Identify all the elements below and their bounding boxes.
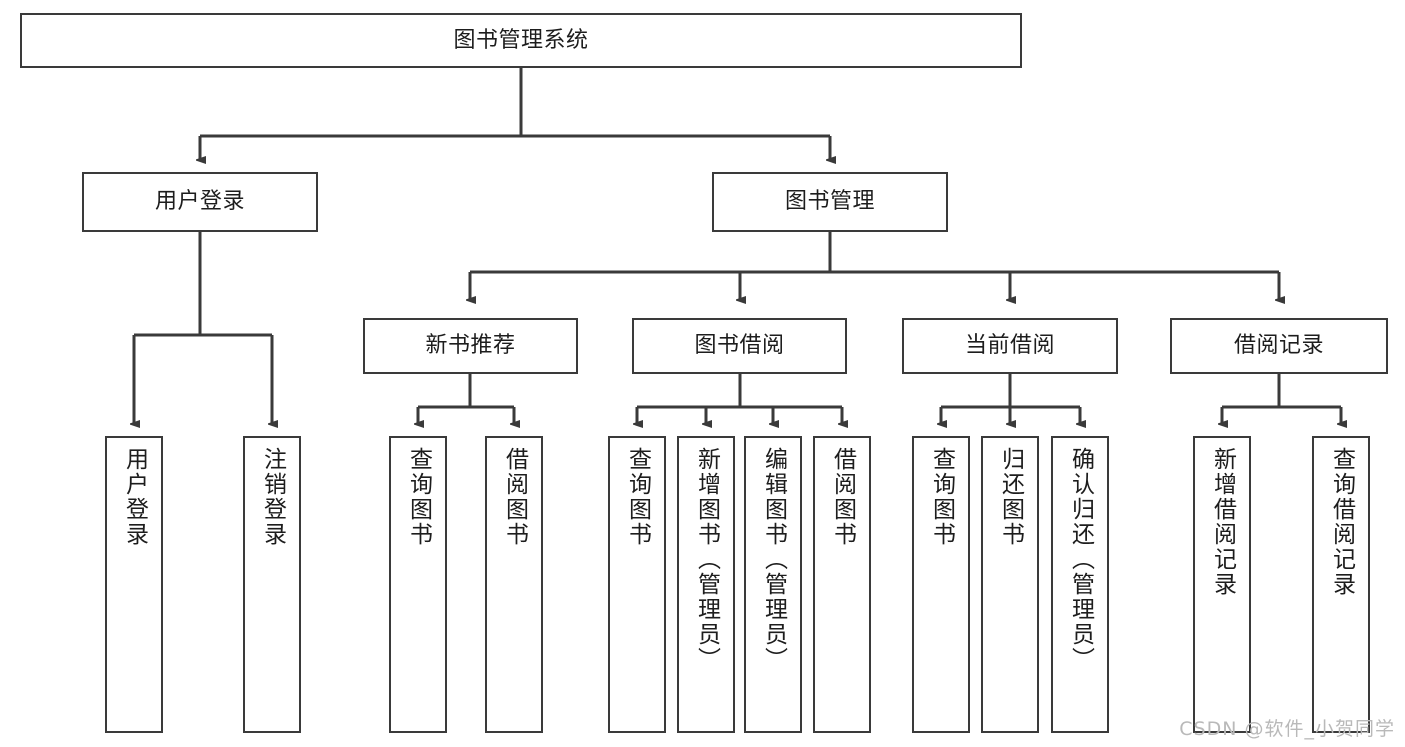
node-leaf-add-borrow-record-label: 新增借阅记录 [1209, 447, 1236, 597]
node-leaf-confirm-return-admin-label: 确认归还（管理员） [1067, 447, 1094, 672]
node-leaf-borrow-book-label: 借阅图书 [829, 447, 856, 547]
node-leaf-confirm-return-admin[interactable]: 确认归还（管理员） [1051, 436, 1109, 733]
node-leaf-return-book[interactable]: 归还图书 [981, 436, 1039, 733]
node-leaf-edit-book-admin-label: 编辑图书（管理员） [760, 447, 787, 672]
node-leaf-logout-label: 注销登录 [259, 447, 286, 547]
node-leaf-query-book-borrow[interactable]: 查询图书 [608, 436, 666, 733]
node-book-borrow-label: 图书借阅 [694, 333, 785, 359]
node-leaf-add-book-admin[interactable]: 新增图书（管理员） [677, 436, 735, 733]
node-leaf-query-book-new-label: 查询图书 [405, 447, 432, 547]
node-leaf-query-book-current[interactable]: 查询图书 [912, 436, 970, 733]
node-leaf-query-book-current-label: 查询图书 [928, 447, 955, 547]
node-leaf-user-login-label: 用户登录 [121, 447, 148, 547]
node-leaf-borrow-book-new[interactable]: 借阅图书 [485, 436, 543, 733]
node-leaf-return-book-label: 归还图书 [997, 447, 1024, 547]
node-leaf-edit-book-admin[interactable]: 编辑图书（管理员） [744, 436, 802, 733]
node-leaf-add-borrow-record[interactable]: 新增借阅记录 [1193, 436, 1251, 733]
node-leaf-query-borrow-record[interactable]: 查询借阅记录 [1312, 436, 1370, 733]
node-leaf-borrow-book-new-label: 借阅图书 [501, 447, 528, 547]
node-leaf-user-login[interactable]: 用户登录 [105, 436, 163, 733]
node-leaf-query-book-borrow-label: 查询图书 [624, 447, 651, 547]
node-new-book-recommend[interactable]: 新书推荐 [363, 318, 578, 374]
node-new-book-recommend-label: 新书推荐 [425, 333, 516, 359]
node-user-login[interactable]: 用户登录 [82, 172, 318, 232]
csdn-watermark: CSDN @软件_小贺同学 [1179, 718, 1395, 740]
node-current-borrow-label: 当前借阅 [964, 333, 1055, 359]
node-book-borrow[interactable]: 图书借阅 [632, 318, 847, 374]
node-leaf-query-book-new[interactable]: 查询图书 [389, 436, 447, 733]
node-book-management-label: 图书管理 [784, 189, 875, 215]
node-leaf-add-book-admin-label: 新增图书（管理员） [693, 447, 720, 672]
node-book-management[interactable]: 图书管理 [712, 172, 948, 232]
node-leaf-query-borrow-record-label: 查询借阅记录 [1328, 447, 1355, 597]
node-current-borrow[interactable]: 当前借阅 [902, 318, 1118, 374]
node-root[interactable]: 图书管理系统 [20, 13, 1022, 68]
node-borrow-record[interactable]: 借阅记录 [1170, 318, 1388, 374]
node-root-label: 图书管理系统 [453, 27, 589, 53]
node-user-login-label: 用户登录 [154, 189, 245, 215]
node-leaf-logout[interactable]: 注销登录 [243, 436, 301, 733]
node-leaf-borrow-book[interactable]: 借阅图书 [813, 436, 871, 733]
node-borrow-record-label: 借阅记录 [1233, 333, 1324, 359]
